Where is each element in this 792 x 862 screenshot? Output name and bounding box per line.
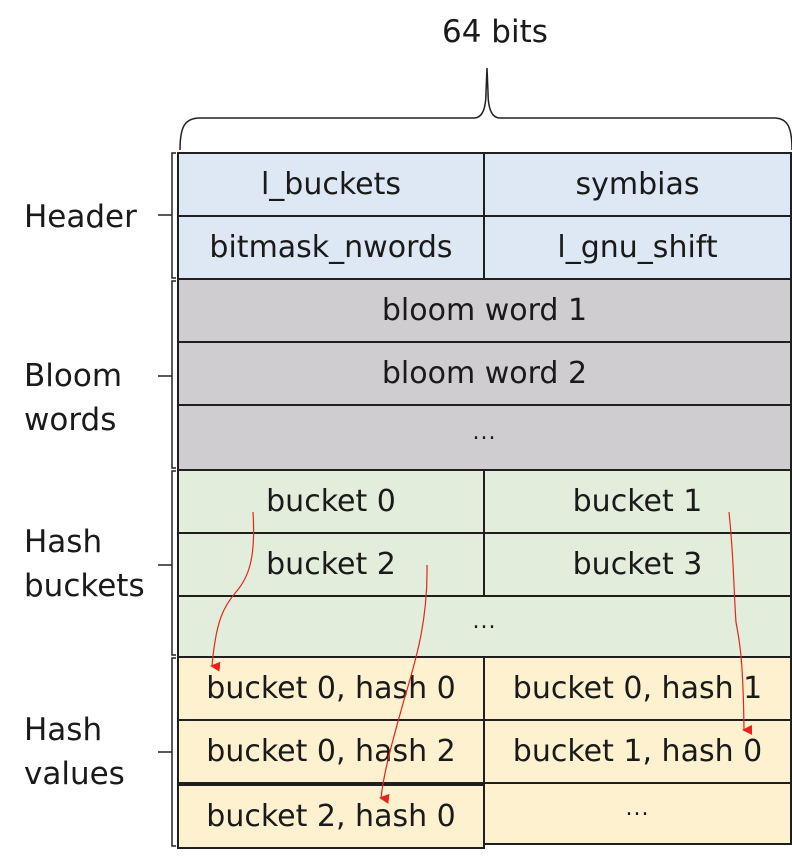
- cell-bucket-1-hash-0: bucket 1, hash 0: [483, 719, 792, 784]
- bloom-bracket: [158, 280, 176, 469]
- hash-buckets-bracket: [158, 470, 176, 656]
- hash-values-section-label: Hash values: [24, 708, 125, 796]
- width-label: 64 bits: [442, 14, 548, 50]
- hash-values-label-line-1: Hash: [24, 712, 103, 748]
- header-label-line-1: Header: [24, 199, 137, 235]
- bloom-label-line-1: Bloom: [24, 358, 123, 394]
- width-brace: [179, 67, 792, 151]
- cell-l-buckets: l_buckets: [177, 152, 485, 217]
- header-section-label: Header: [24, 195, 137, 239]
- cell-bucket-1: bucket 1: [483, 469, 792, 534]
- cell-bucket-2: bucket 2: [177, 532, 485, 597]
- hash-buckets-section-label: Hash buckets: [24, 520, 145, 608]
- cell-bloom-word-2: bloom word 2: [177, 341, 792, 406]
- cell-bucket-0-hash-0: bucket 0, hash 0: [177, 656, 485, 721]
- hash-buckets-label-line-2: buckets: [24, 568, 145, 604]
- cell-bloom-more: ...: [177, 404, 792, 471]
- cell-bucket-3: bucket 3: [483, 532, 792, 597]
- arrow-bucket-0: [210, 511, 255, 672]
- bloom-label-line-2: words: [24, 402, 117, 438]
- section-brackets: [158, 152, 176, 847]
- cell-bucket-0-hash-1: bucket 0, hash 1: [483, 656, 792, 721]
- arrow-bucket-1: [728, 511, 753, 735]
- hash-values-bracket: [158, 657, 176, 847]
- arrow-bucket-2: [379, 564, 428, 804]
- cell-bucket-0-hash-2: bucket 0, hash 2: [177, 719, 485, 784]
- cell-bloom-word-1: bloom word 1: [177, 278, 792, 343]
- hash-values-label-line-2: values: [24, 756, 125, 792]
- bloom-section-label: Bloom words: [24, 354, 122, 442]
- cell-symbias: symbias: [483, 152, 792, 217]
- cell-bucket-more: ...: [177, 595, 792, 658]
- cell-l-gnu-shift: l_gnu_shift: [483, 215, 792, 280]
- hash-buckets-label-line-1: Hash: [24, 524, 103, 560]
- cell-bitmask-nwords: bitmask_nwords: [177, 215, 485, 280]
- header-bracket: [158, 152, 176, 279]
- cell-values-more: ...: [483, 782, 792, 845]
